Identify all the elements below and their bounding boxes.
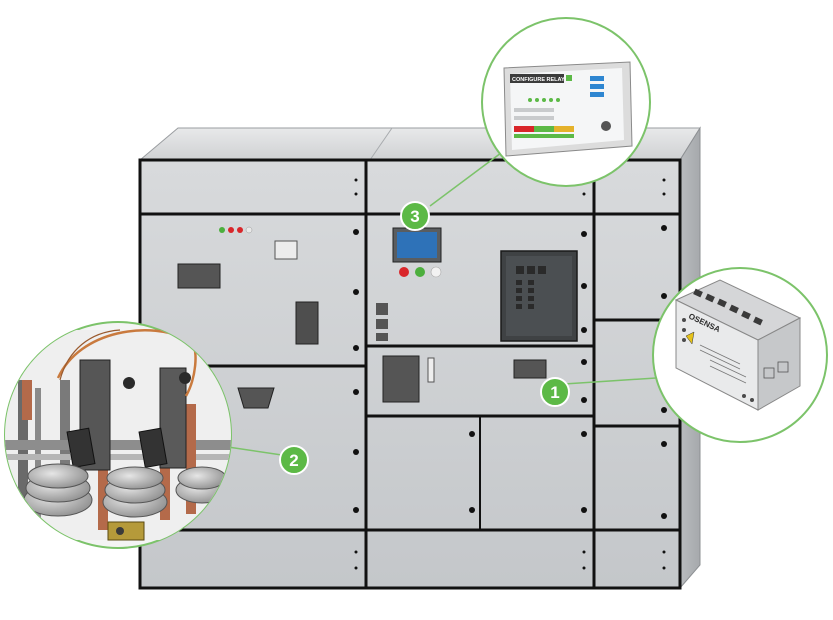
relay-display-screen (397, 232, 437, 258)
sensor-module-closeup: OSENSA (652, 267, 828, 443)
display-title: CONFIGURE RELAY 1 (512, 77, 569, 83)
breaker-lever (427, 357, 435, 383)
insulators (23, 463, 229, 518)
vent-hatch (237, 387, 275, 409)
handle-slot (295, 301, 319, 345)
meter-window (177, 263, 221, 289)
svg-text:3: 3 (410, 207, 419, 226)
callout-badge-2: 2 (279, 445, 309, 475)
callout-badge-1: 1 (540, 377, 570, 407)
breaker-window (382, 355, 420, 403)
breaker-counter (513, 359, 547, 379)
protective-relay (500, 250, 578, 342)
busbar-closeup (4, 321, 232, 549)
svg-text:2: 2 (289, 451, 298, 470)
svg-text:1: 1 (550, 383, 559, 402)
switchgear-cabinet (138, 126, 701, 590)
nameplate (274, 240, 298, 260)
indicator-lights-left (219, 226, 253, 234)
callout-badge-3: 3 (400, 201, 430, 231)
relay-display-closeup: CONFIGURE RELAY 1 (481, 17, 651, 187)
indicator-lights-middle (399, 266, 442, 278)
